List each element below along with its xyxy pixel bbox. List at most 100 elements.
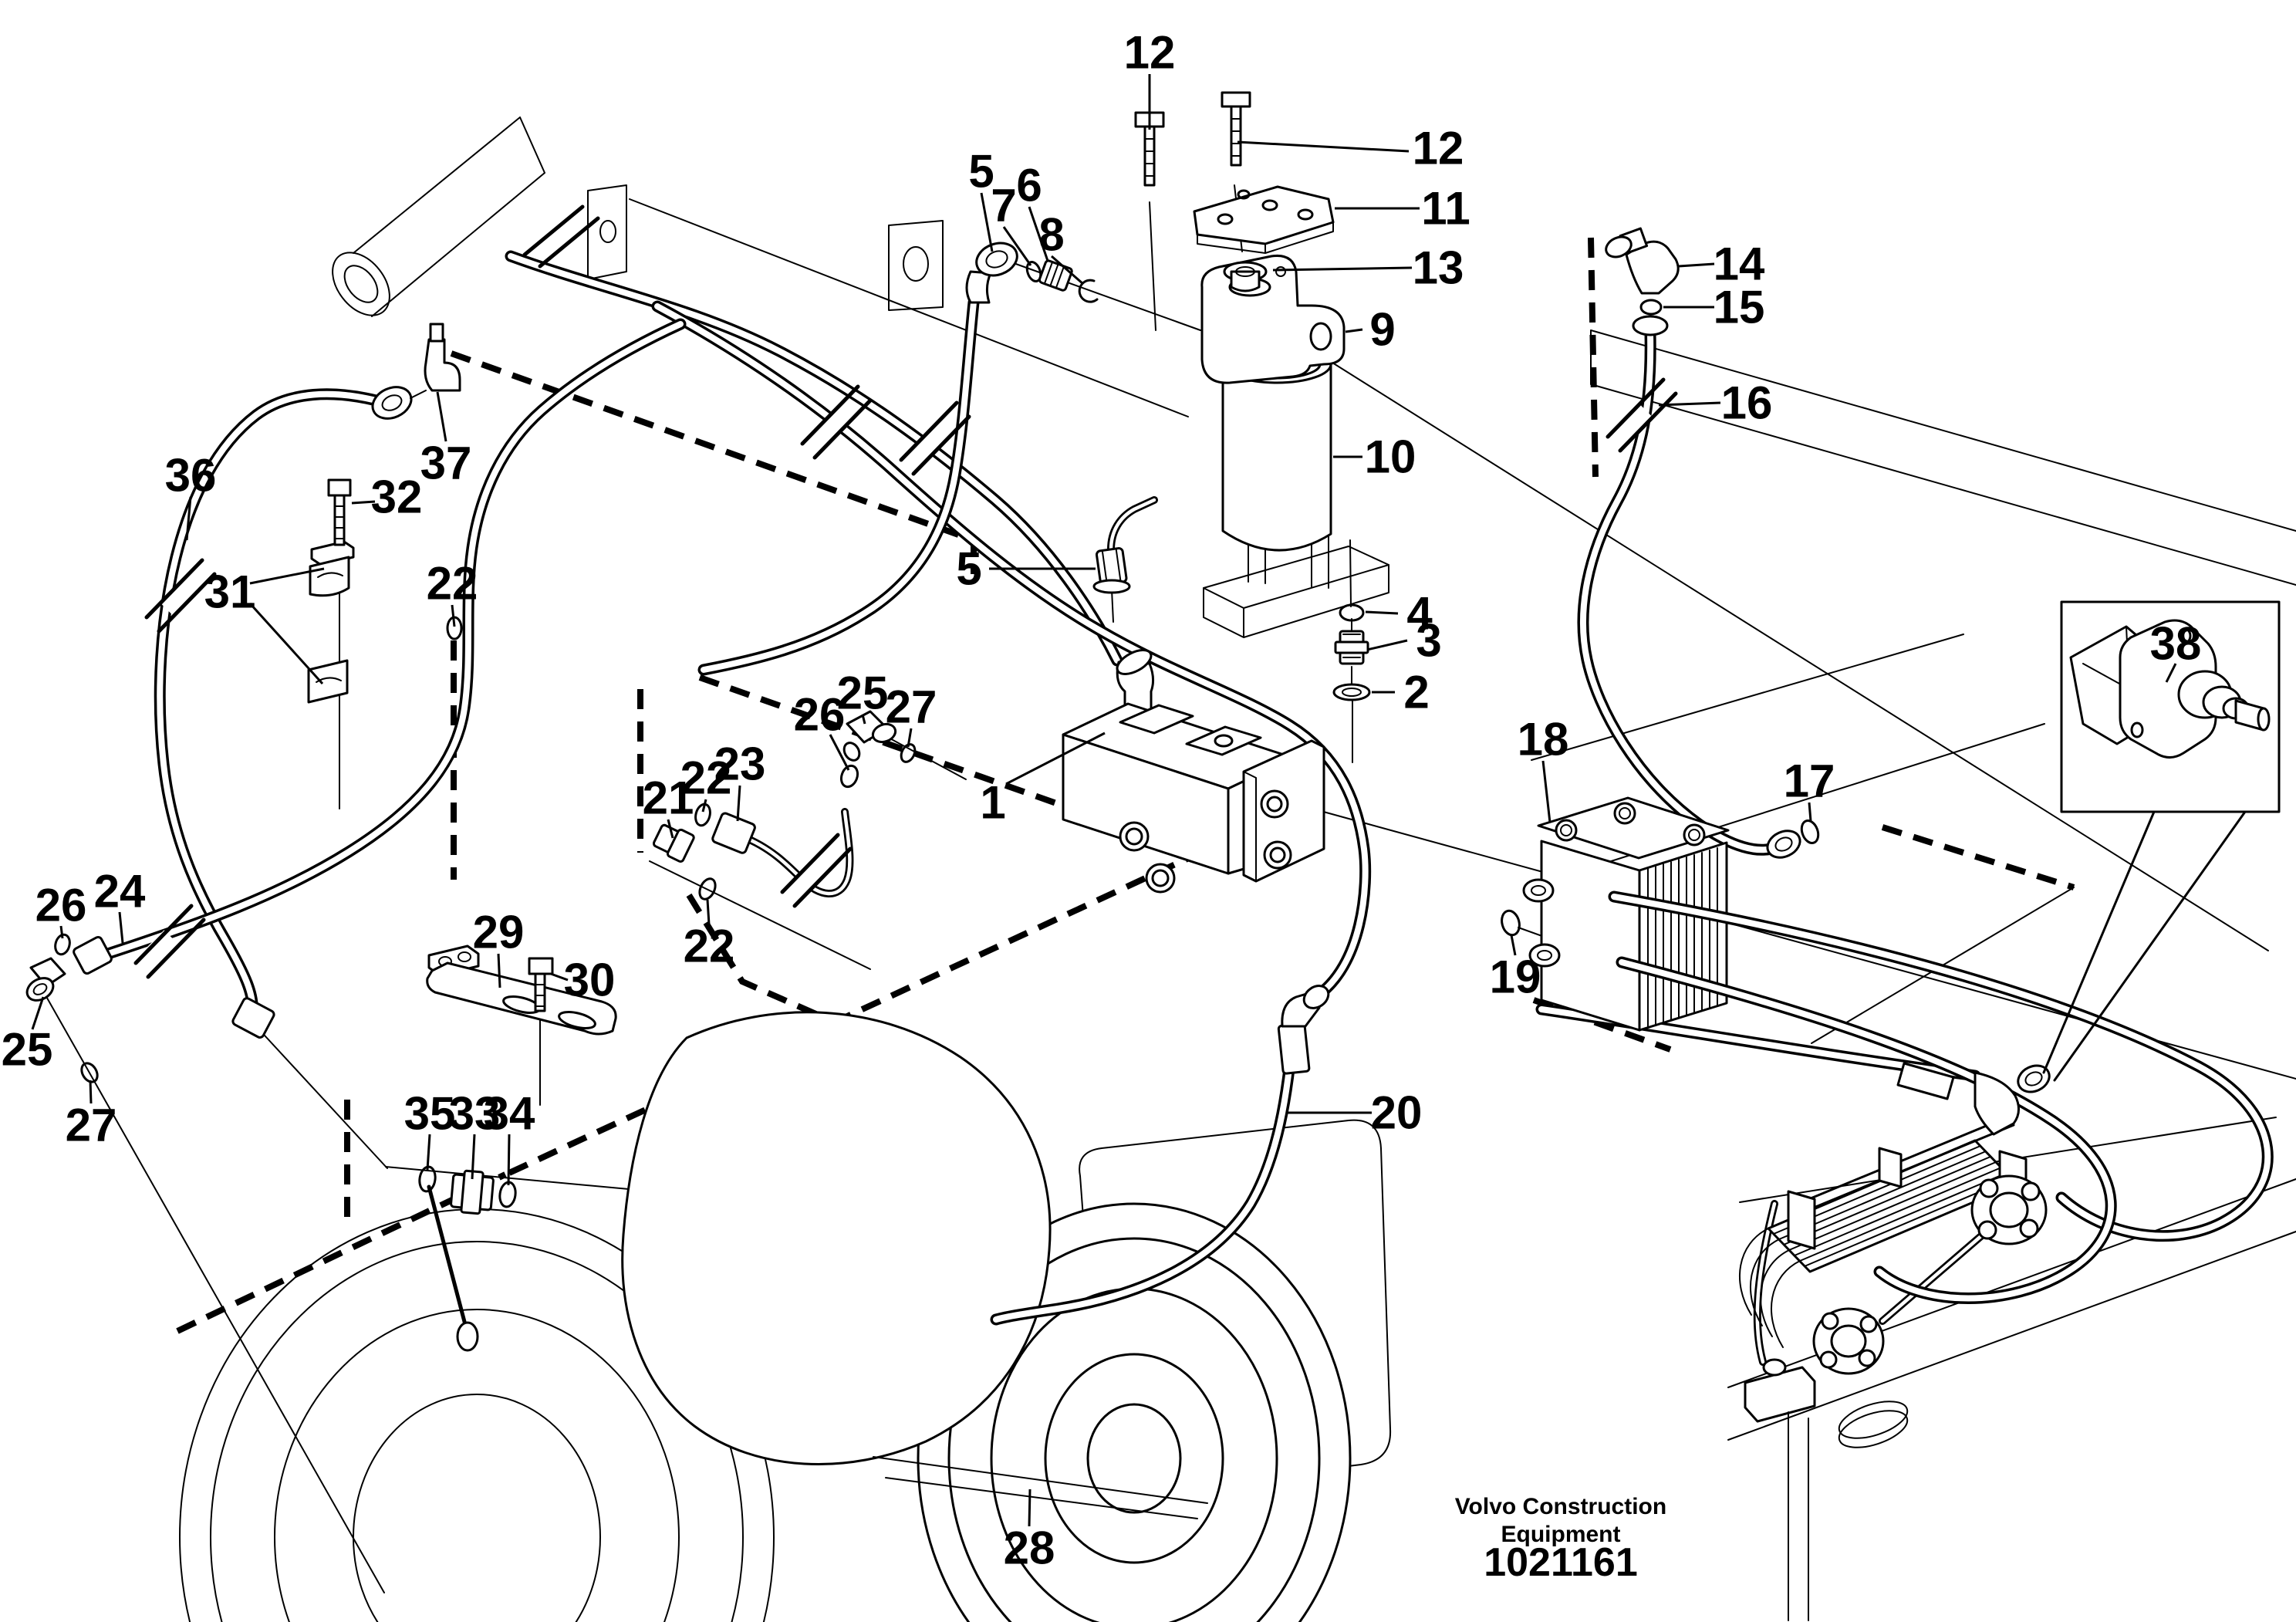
- callout-label: 23: [714, 738, 766, 790]
- callout-label: 2: [1403, 667, 1429, 718]
- footer-number: 1021161: [1484, 1540, 1638, 1585]
- callout-leader: [861, 714, 866, 725]
- callout-label: 21: [643, 772, 694, 824]
- callout-label: 8: [1038, 209, 1064, 261]
- filter-bracket-parts: [1134, 91, 1335, 292]
- callout-leader: [1541, 760, 1551, 823]
- callout-label: 32: [371, 471, 423, 523]
- callout-label: 15: [1714, 282, 1765, 333]
- callout-label: 25: [837, 667, 889, 719]
- callout-leader: [426, 1134, 431, 1171]
- callout-label: 14: [1714, 238, 1765, 290]
- callout-leader: [471, 1134, 476, 1180]
- callout-label: 5: [956, 543, 981, 595]
- detail-box-38: [2042, 600, 2281, 1082]
- callout-leader: [1658, 401, 1721, 407]
- callout-label: 17: [1784, 755, 1835, 807]
- callout-label: 10: [1365, 431, 1416, 483]
- callout-leader: [2165, 663, 2177, 683]
- callout-label: 25: [2, 1024, 53, 1076]
- callout-leader: [507, 1134, 511, 1186]
- callout-leader: [829, 734, 850, 771]
- callout-leader: [1051, 255, 1084, 286]
- callout-leader: [248, 602, 324, 685]
- filter-head: [1200, 254, 1346, 384]
- callout-leader: [1002, 226, 1032, 266]
- callout-leader: [1237, 140, 1410, 153]
- callout-leader: [1808, 802, 1812, 822]
- callout-leader: [249, 567, 325, 585]
- callout-leader: [436, 391, 447, 442]
- footer-line1: Volvo Construction: [1455, 1494, 1666, 1519]
- small-fittings: [25, 227, 2051, 1352]
- filter-drain-fitting: [1092, 547, 1131, 594]
- callout-label: 37: [420, 438, 472, 489]
- callout-label: 38: [2150, 618, 2202, 670]
- hydraulic-pump: [1062, 649, 1325, 894]
- axle-housing: [621, 1011, 1052, 1465]
- callout-label: 4: [1406, 588, 1433, 640]
- callout-label: 33: [449, 1088, 501, 1140]
- oil-cooler-exchanger: [1522, 796, 1730, 1032]
- callout-label: 7: [991, 180, 1016, 231]
- axle-bottom-edge: [873, 1456, 1208, 1519]
- callout-leader: [1005, 732, 1106, 786]
- callout-leader: [118, 911, 124, 944]
- callout-label: 22: [427, 558, 478, 610]
- callout-label: 16: [1721, 377, 1773, 429]
- callout-label: 5: [968, 146, 994, 198]
- hose-break-marks: [133, 204, 1678, 979]
- callout-leader: [59, 925, 64, 939]
- callout-label: 31: [204, 566, 256, 618]
- callout-label: 18: [1518, 714, 1569, 765]
- callout-label: 35: [404, 1088, 456, 1140]
- callout-leader: [980, 192, 994, 252]
- callout-label: 26: [794, 689, 846, 741]
- callout-label: 26: [35, 880, 87, 931]
- callout-leader: [1678, 262, 1715, 268]
- callout-leader: [736, 785, 741, 822]
- callout-leader: [1510, 934, 1517, 956]
- callout-leader: [1365, 610, 1399, 615]
- callout-leader: [351, 500, 376, 505]
- callout-label: 12: [1413, 123, 1464, 174]
- callout-leader: [185, 496, 192, 541]
- callout-label: 11: [1421, 183, 1470, 235]
- callout-label: 28: [1004, 1522, 1055, 1574]
- callout-leader: [1272, 266, 1413, 272]
- callout-leader: [701, 799, 707, 813]
- pump-port-fittings: [1332, 603, 1371, 701]
- transmission-cooler: [1738, 1114, 2048, 1621]
- callout-label: 29: [473, 907, 525, 958]
- callout-label: 6: [1016, 160, 1042, 211]
- callout-leader: [1366, 639, 1408, 651]
- callout-label: 27: [66, 1100, 117, 1151]
- callout-leader: [31, 996, 45, 1030]
- callout-leader: [907, 728, 913, 748]
- callout-label: 9: [1369, 304, 1395, 356]
- callout-leader: [1345, 328, 1363, 333]
- callout-leader: [1028, 206, 1049, 262]
- callout-leader: [550, 972, 569, 982]
- callout-leader: [667, 819, 674, 839]
- callout-label: 20: [1371, 1087, 1423, 1139]
- callout-label: 12: [1124, 27, 1176, 79]
- callout-label: 19: [1490, 951, 1541, 1003]
- callout-leader: [451, 604, 456, 627]
- callout-label: 27: [886, 681, 937, 733]
- callout-label: 30: [564, 955, 616, 1006]
- callout-leader: [89, 1080, 93, 1104]
- callout-label: 1: [980, 777, 1005, 829]
- frame-lines: [44, 117, 2296, 1593]
- callout-leader: [1028, 1489, 1032, 1527]
- o-ring-19: [1501, 909, 1521, 937]
- callout-label: 22: [684, 921, 735, 972]
- callout-label: 3: [1416, 615, 1441, 667]
- footer-line2: Equipment: [1501, 1522, 1621, 1547]
- callout-leader: [497, 953, 501, 988]
